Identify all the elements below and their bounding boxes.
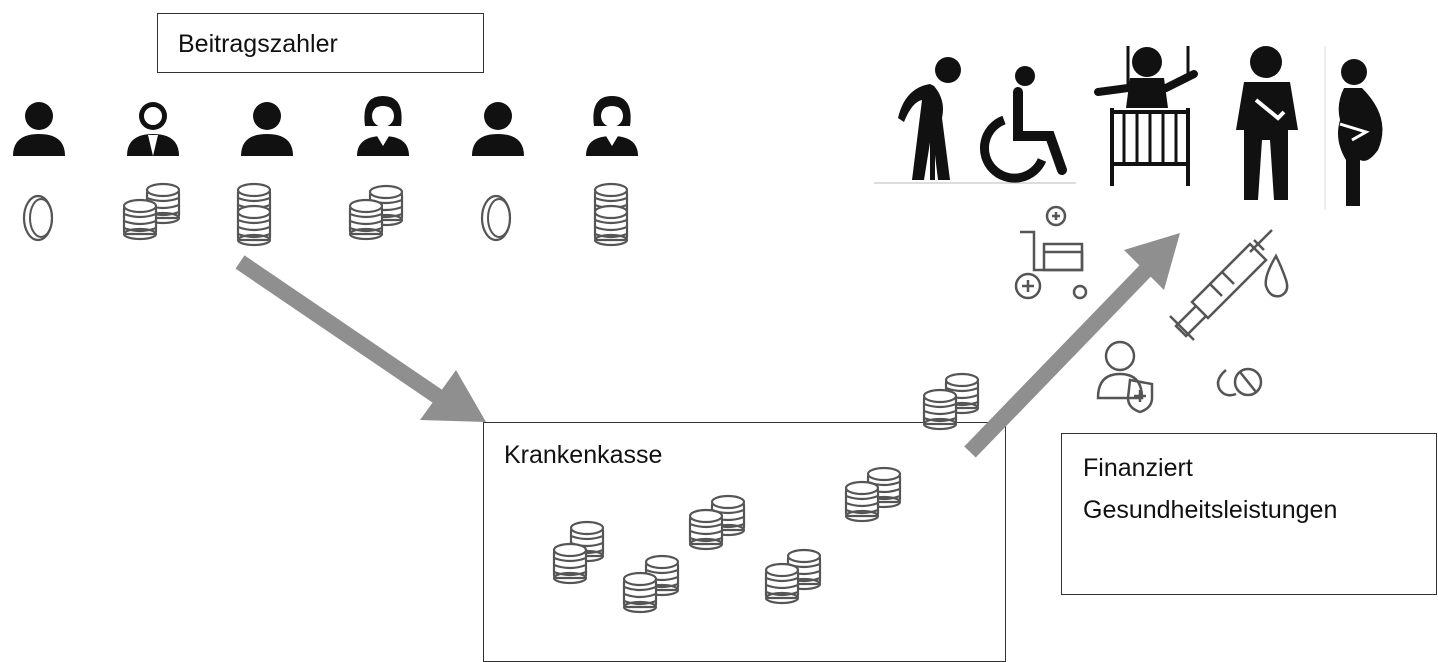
coin-stack-icon [122,182,181,241]
person-icon [13,102,65,156]
coin-stack-icon [622,554,680,614]
funded-label-line1: Finanziert [1083,454,1193,482]
single-coin-icon [480,194,512,242]
funded-services-box: Finanziert Gesundheitsleistungen [1061,433,1437,595]
services-group [1014,205,1289,414]
payers-label-box: Beitragszahler [157,13,484,73]
recipients-row [874,46,1383,210]
person-icon [472,102,524,156]
single-coin-icon [22,194,54,242]
coin-stack-icon [236,182,272,247]
person-icon [241,102,293,156]
coin-stack-icon [552,520,605,585]
pregnant-woman-icon [1338,59,1383,206]
elderly-person-icon [898,57,961,180]
arrow-to-services [964,233,1180,458]
doctor-icon [1096,340,1154,414]
woman-icon [357,96,409,156]
payers-label: Beitragszahler [178,30,338,58]
coin-stack-icon [593,182,629,247]
wheelchair-user-icon [979,66,1067,183]
pills-icon [1216,367,1263,397]
fund-coins [552,372,980,614]
hospital-bed-patient-icon [1094,46,1198,186]
coin-stack-icon [688,494,746,551]
fund-label: Krankenkasse [504,441,663,469]
coin-stack-icon [348,184,404,241]
coin-stack-icon [922,372,980,431]
contributions-row [22,182,629,247]
injured-arm-person-icon [1236,46,1298,200]
funded-label-line2: Gesundheitsleistungen [1083,496,1338,524]
coin-stack-icon [764,548,822,605]
woman-icon [586,96,638,156]
wheelchair-icon [1014,205,1088,300]
diagram-canvas [13,46,1383,614]
arrow-to-fund [235,255,486,422]
drop-icon [1264,253,1289,298]
businessman-icon [127,102,179,156]
syringe-icon [1169,229,1273,341]
coin-stack-icon [844,466,902,523]
payers-row [13,96,638,156]
